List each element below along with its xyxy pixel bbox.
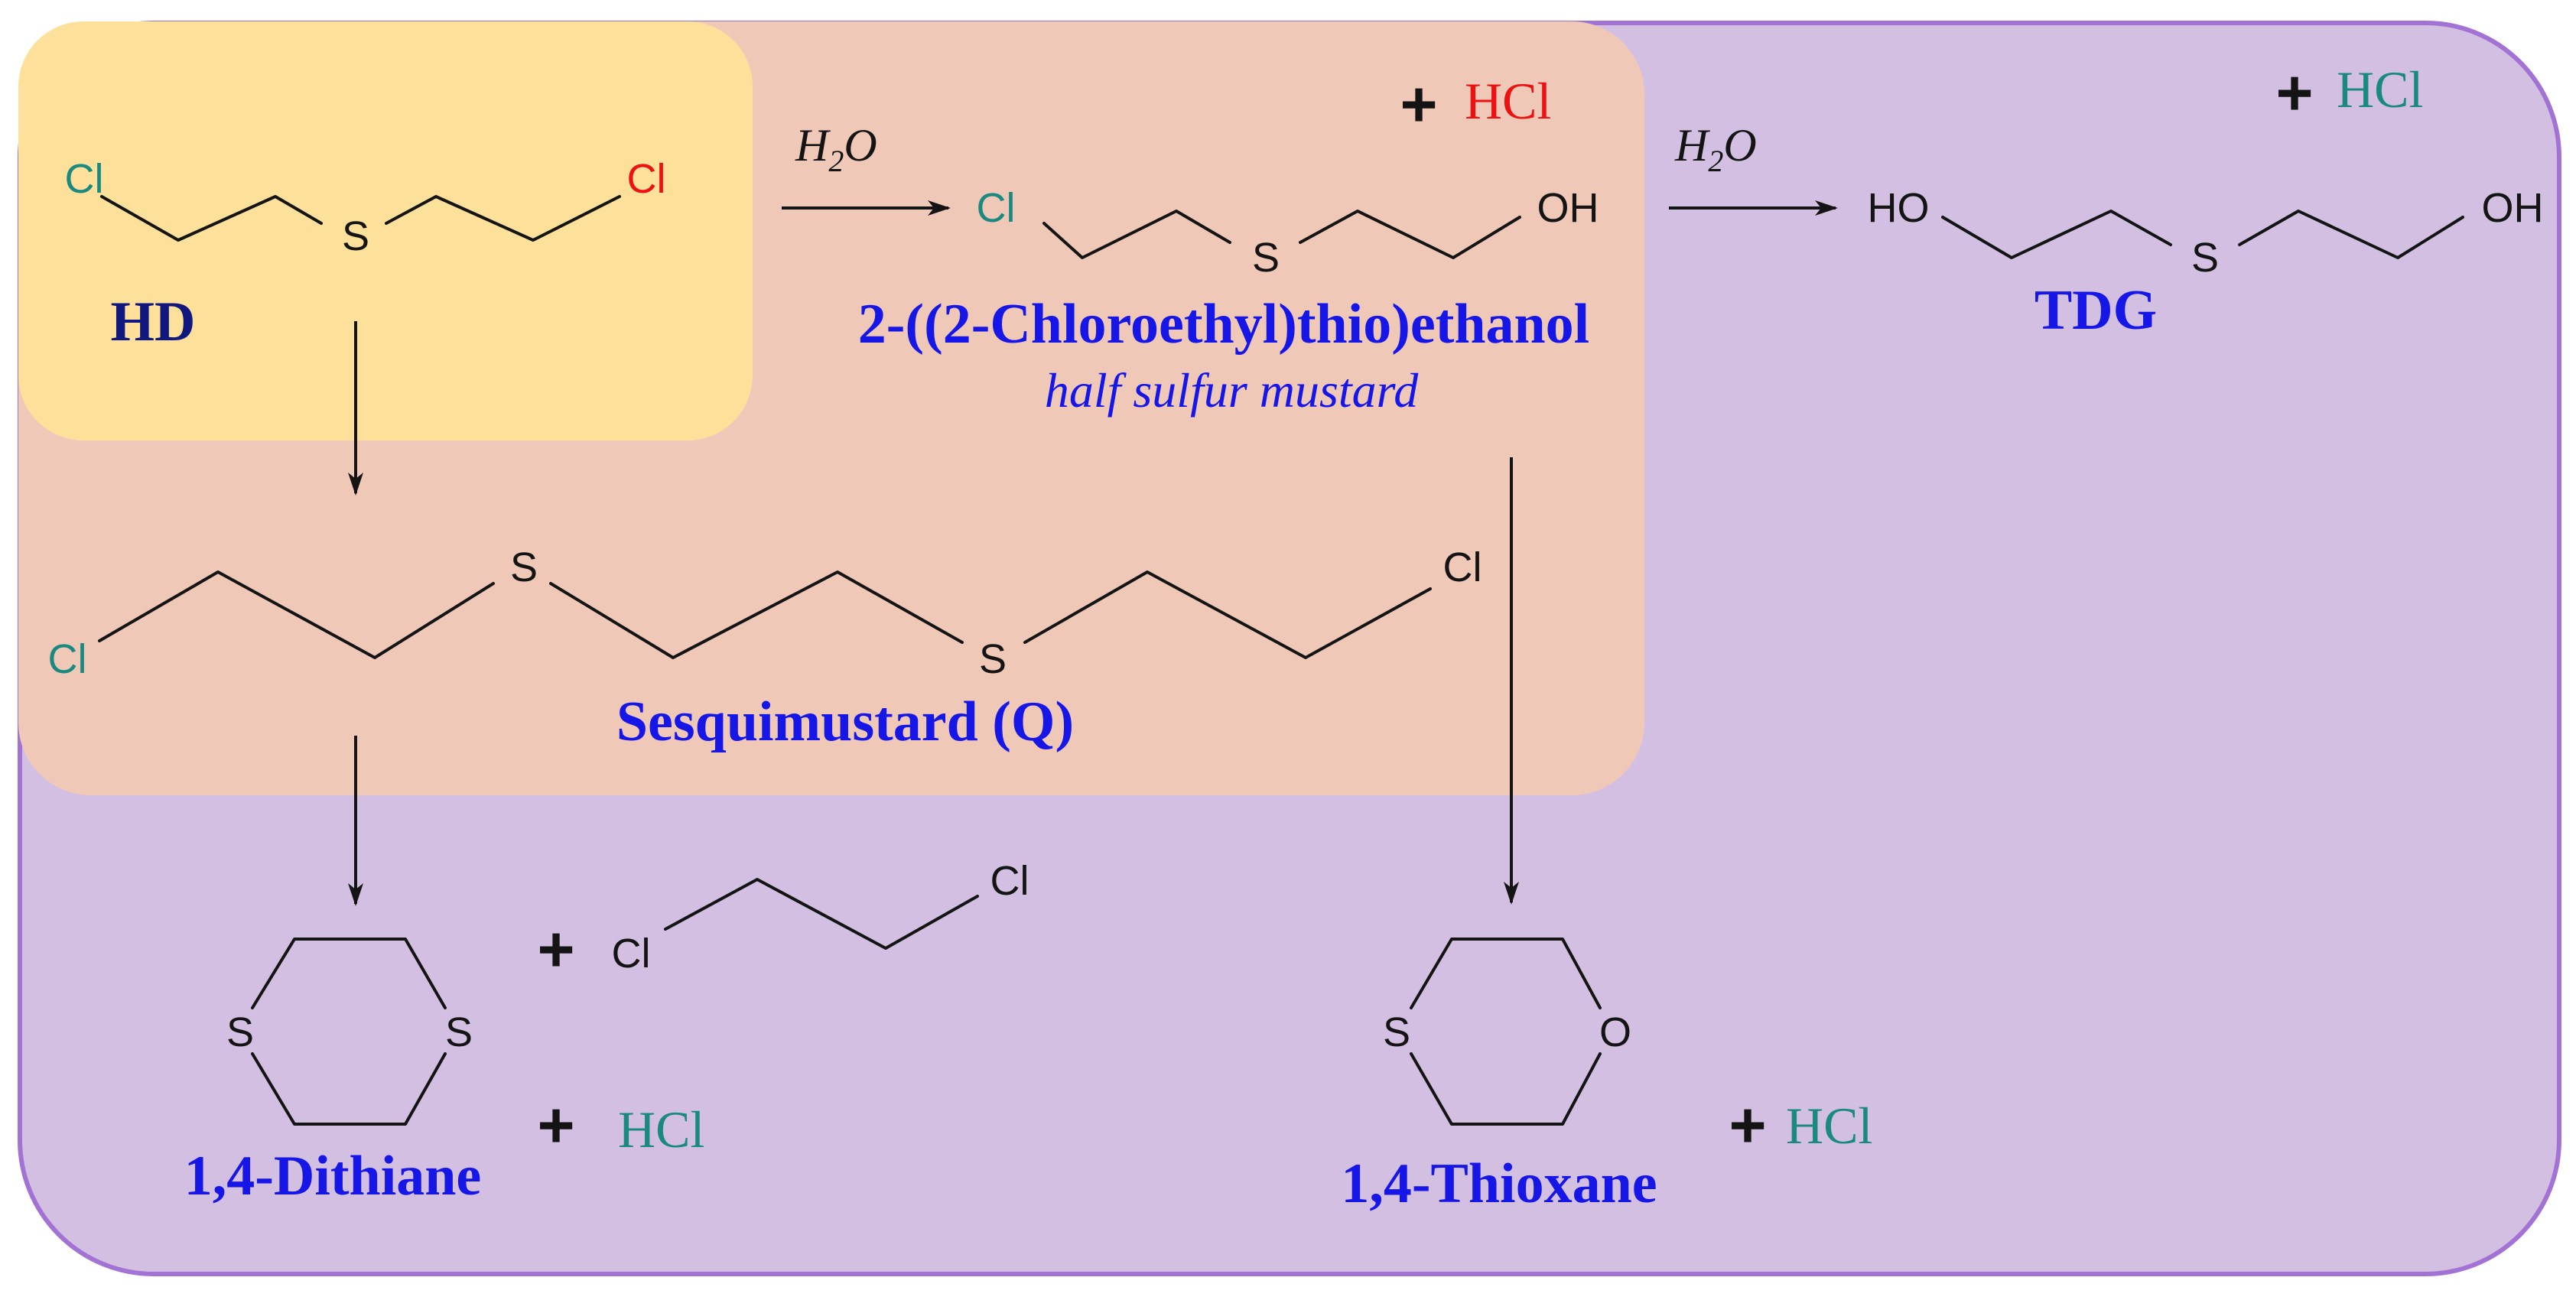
atom-s-label: S xyxy=(979,636,1007,682)
plus-sign: + xyxy=(537,1089,574,1161)
atom-oh-label: OH xyxy=(1537,185,1599,231)
sesquimustard-bonds-right xyxy=(1023,570,1432,659)
atom-oh-label: OH xyxy=(2482,185,2544,231)
atom-ho-label: HO xyxy=(1868,185,1930,231)
atom-s-label: S xyxy=(2191,235,2219,281)
atom-s-label: S xyxy=(445,1009,473,1055)
atom-s-label: S xyxy=(1383,1009,1410,1055)
dithiane-ring-bonds xyxy=(251,938,447,1009)
dichloroethane-bonds xyxy=(664,878,979,950)
plus-sign: + xyxy=(1400,68,1437,140)
atom-cl-label: Cl xyxy=(1443,544,1482,590)
sesquimustard-bonds-mid xyxy=(549,570,964,659)
dithiane-ring-bonds-lower xyxy=(251,1052,447,1126)
half-mustard-bonds xyxy=(1042,210,1231,259)
tdg-bonds-right xyxy=(2238,210,2464,259)
thioxane-name: 1,4-Thioxane xyxy=(1341,1152,1657,1215)
atom-s-label: S xyxy=(1252,235,1280,281)
water-reagent-label: H2O xyxy=(1674,120,1757,178)
hcl-byproduct: HCl xyxy=(1465,72,1551,130)
atom-cl-label: Cl xyxy=(48,636,87,682)
plus-sign: + xyxy=(1729,1089,1766,1161)
dichloroethane-structure: Cl Cl xyxy=(612,858,1029,977)
plus-sign: + xyxy=(2275,57,2313,128)
hcl-byproduct: HCl xyxy=(1786,1097,1872,1155)
hd-bonds-right xyxy=(385,195,621,242)
dithiane-name: 1,4-Dithiane xyxy=(184,1145,482,1207)
hcl-byproduct: HCl xyxy=(2337,60,2423,119)
hcl-byproduct: HCl xyxy=(618,1100,704,1159)
tdg-structure: HO S OH xyxy=(1868,185,2544,281)
tdg-name: TDG xyxy=(2034,279,2157,342)
atom-s-label: S xyxy=(226,1009,254,1055)
hd-structure: Cl S Cl xyxy=(65,156,666,259)
tdg-bonds xyxy=(1941,210,2172,259)
half-mustard-structure: Cl S OH xyxy=(977,185,1599,281)
atom-cl-label: Cl xyxy=(612,931,651,977)
atom-cl-label: Cl xyxy=(65,156,104,202)
hd-bonds xyxy=(100,195,323,242)
water-reagent-label: H2O xyxy=(795,120,877,178)
thioxane-ring-bonds xyxy=(1410,938,1602,1009)
thioxane-ring-bonds-lower xyxy=(1410,1052,1602,1126)
atom-cl-label: Cl xyxy=(990,858,1029,904)
thioxane-structure: S O xyxy=(1383,938,1631,1126)
atom-cl-label: Cl xyxy=(977,185,1016,231)
sesquimustard-name: Sesquimustard (Q) xyxy=(616,691,1074,753)
sesquimustard-structure: Cl S S Cl xyxy=(48,544,1482,682)
atom-s-label: S xyxy=(510,544,538,590)
atom-o-label: O xyxy=(1599,1009,1631,1055)
yellow-hd-panel xyxy=(18,21,753,440)
half-mustard-bonds-right xyxy=(1299,210,1521,259)
half-mustard-subtitle: half sulfur mustard xyxy=(1045,363,1419,418)
atom-cl-label: Cl xyxy=(627,156,666,202)
plus-sign: + xyxy=(537,913,574,985)
atom-s-label: S xyxy=(342,213,369,259)
half-mustard-name: 2-((2-Chloroethyl)thio)ethanol xyxy=(858,293,1589,356)
dithiane-structure: S S xyxy=(226,938,473,1126)
hd-name: HD xyxy=(111,291,196,353)
sesquimustard-bonds xyxy=(98,570,495,659)
